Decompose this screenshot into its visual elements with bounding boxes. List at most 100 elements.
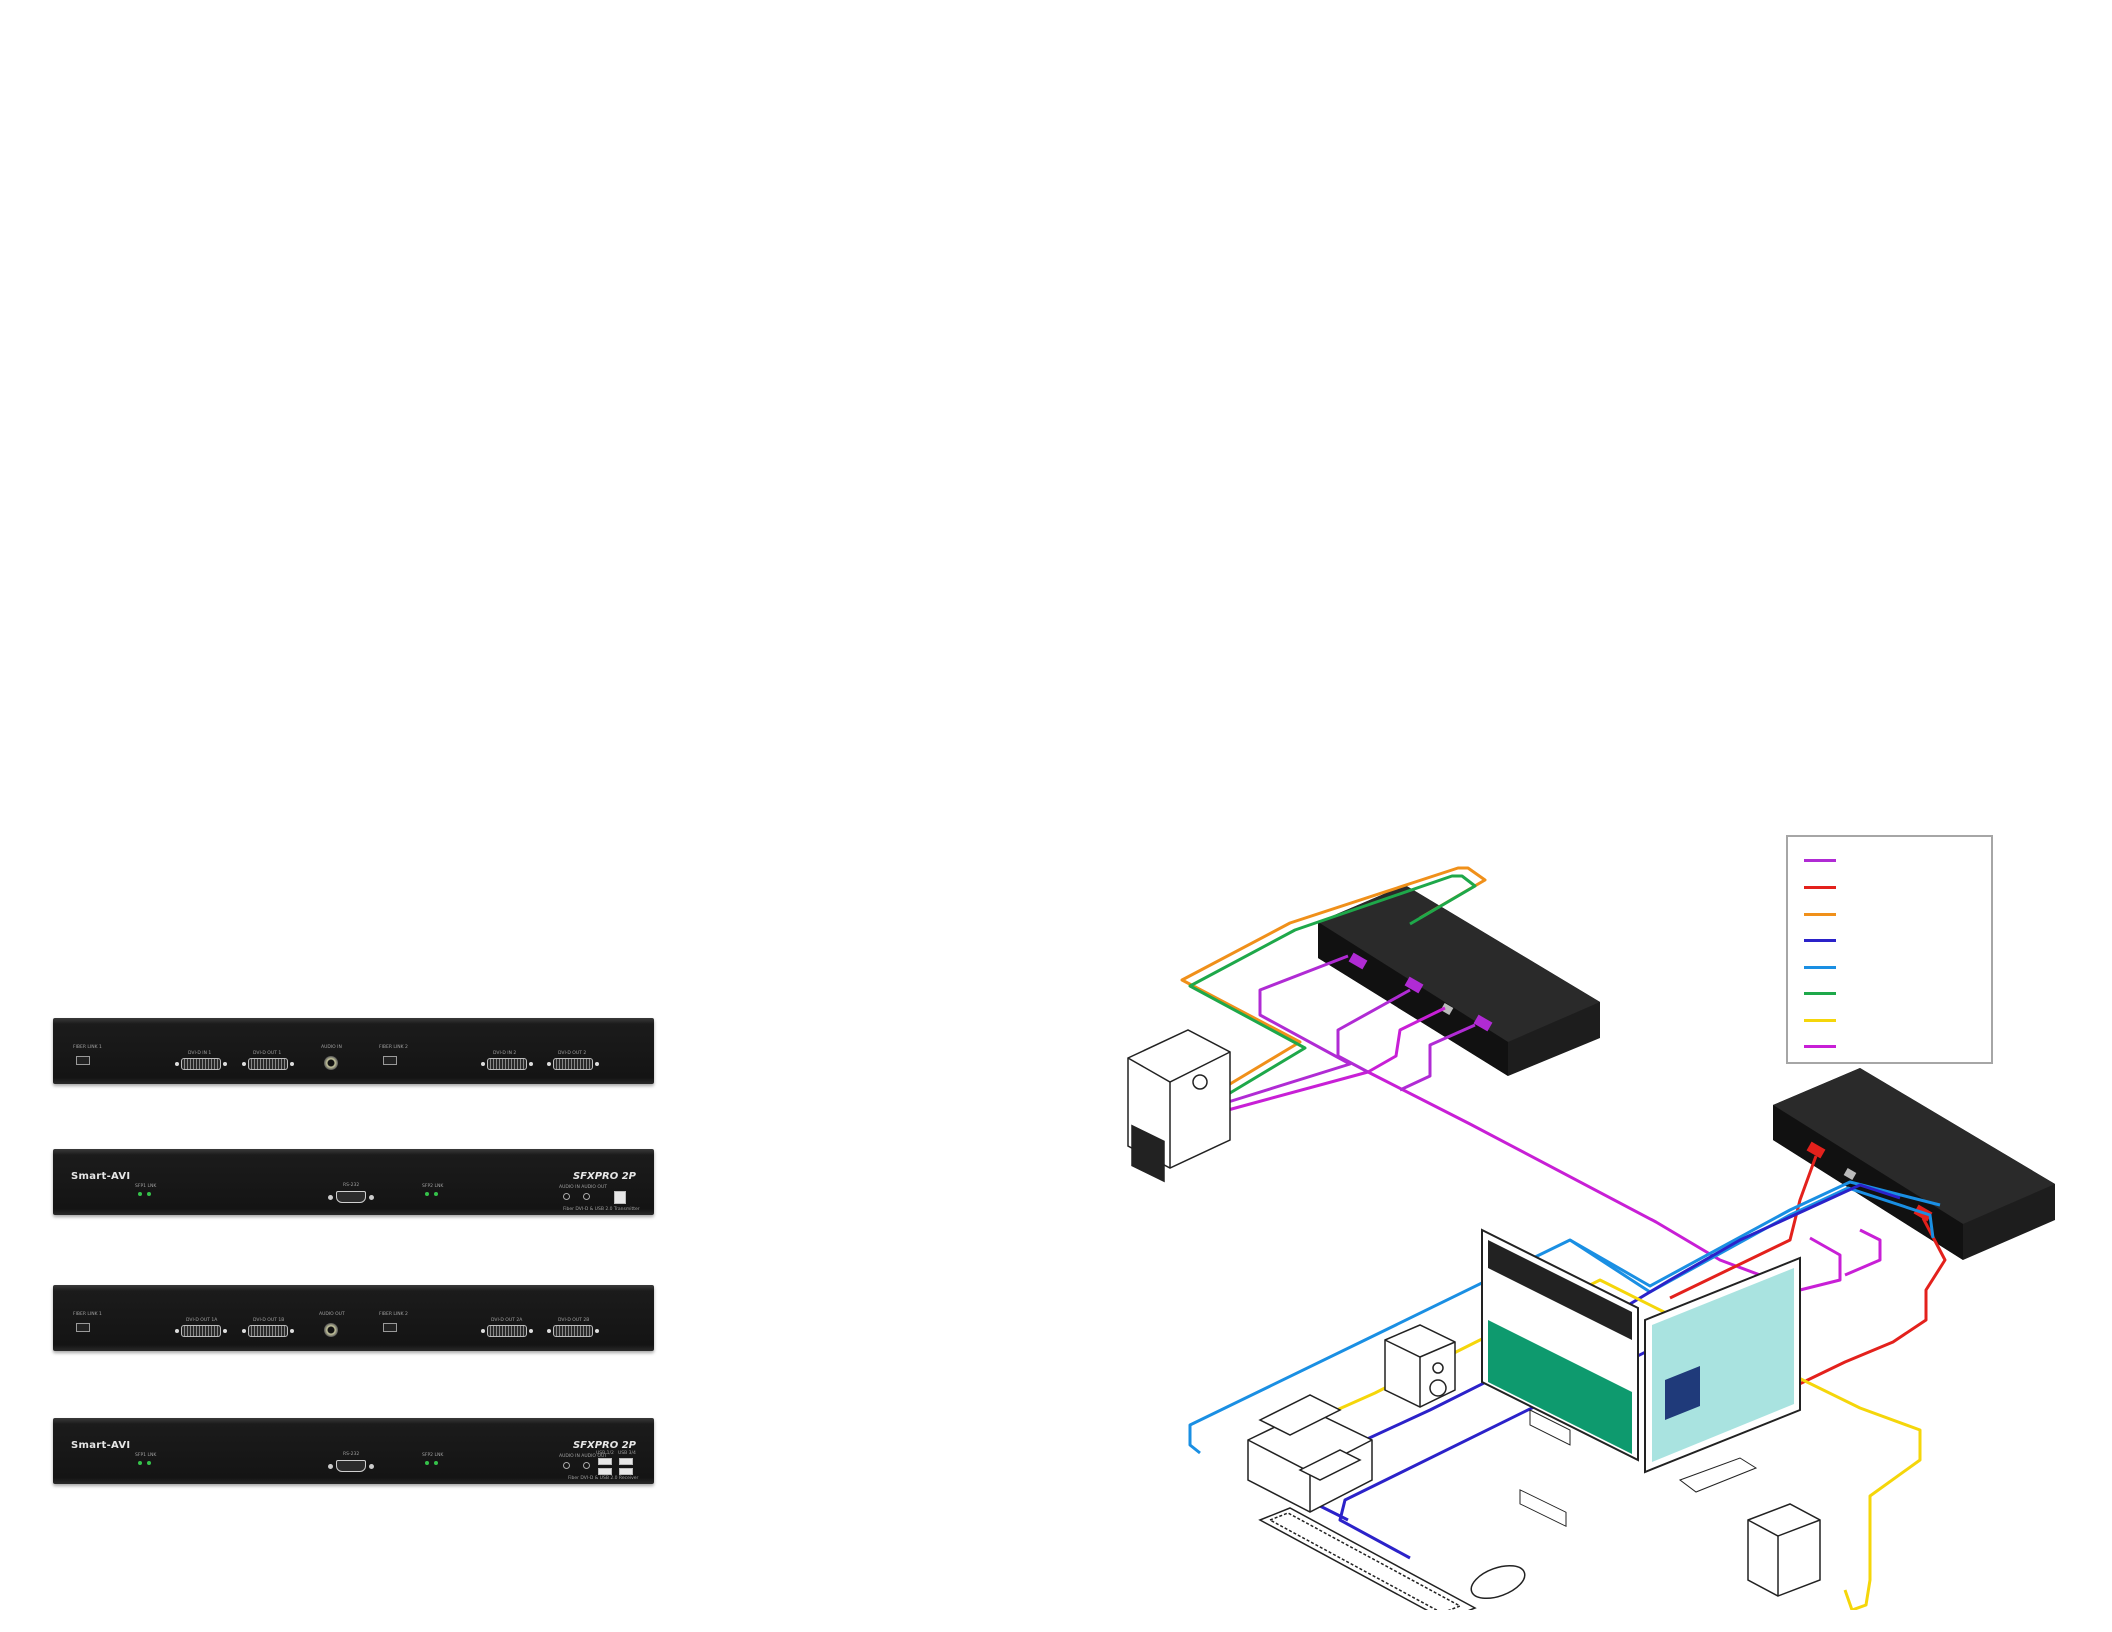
source-computer: [1127, 1029, 1231, 1183]
cable-blue-light-2: [1569, 1180, 1941, 1288]
dvi-port-out-1b: [242, 1325, 294, 1337]
dvi-port-out-1a-label: DVI-D OUT 1A: [186, 1318, 218, 1323]
legend-swatch: [1804, 965, 1836, 969]
sfp2-link-led: [425, 1192, 429, 1196]
dvi-port-in-2-label: DVI-D IN 2: [493, 1051, 517, 1056]
audio-jack: [324, 1056, 338, 1070]
rs232-port: [328, 1460, 374, 1472]
dvi-port-out-2b: [547, 1325, 599, 1337]
dvi-port-in-1: [175, 1058, 227, 1070]
brand-logo: Smart-AVI: [71, 1440, 131, 1451]
sfp1-link-led: [138, 1461, 142, 1465]
rs232-label: RS-232: [343, 1452, 360, 1457]
usb-a-port-4: [619, 1468, 633, 1475]
legend-item: [1804, 901, 1984, 927]
cable-magenta-4: [1367, 1006, 1446, 1074]
sfp1-link-led-2: [147, 1192, 151, 1196]
cable-legend: [1786, 835, 1993, 1064]
usb-a-port-2: [598, 1468, 612, 1475]
legend-item: [1804, 927, 1984, 953]
fiber-port-1: [76, 1056, 90, 1065]
transmitter-front-panel: Smart-AVI SFXPRO 2P SFP1 LNK RS-232 SFP2…: [53, 1149, 654, 1215]
receiver-rear-panel: FIBER LINK 1 DVI-D OUT 1A DVI-D OUT 1B A…: [53, 1285, 654, 1351]
legend-item: [1804, 954, 1984, 980]
cable-red-2: [1699, 1217, 1947, 1434]
cable-red-1: [1669, 1155, 1818, 1300]
monitor-2: [1644, 1256, 1801, 1493]
model-name: SFXPRO 2P: [572, 1440, 636, 1451]
audio-jack-label: AUDIO OUT: [319, 1312, 345, 1317]
fiber-port-2: [383, 1323, 397, 1332]
sfp2-link-label: SFP2 LNK: [422, 1453, 444, 1458]
fiber-port-2-label: FIBER LINK 2: [379, 1045, 408, 1050]
legend-item: [1804, 874, 1984, 900]
receiver-front-panel: Smart-AVI SFXPRO 2P SFP1 LNK RS-232 SFP2…: [53, 1418, 654, 1484]
audio-label: AUDIO IN AUDIO OUT: [559, 1454, 607, 1459]
dvi-port-out-2a-label: DVI-D OUT 2A: [491, 1318, 523, 1323]
mouse: [1470, 1564, 1526, 1600]
cable-magenta-6: [1844, 1228, 1882, 1277]
audio-in-jack: [563, 1193, 570, 1200]
transmitter-device: [1318, 885, 1600, 1076]
legend-swatch: [1804, 1018, 1836, 1022]
sfp2-link-led-2: [434, 1461, 438, 1465]
keyboard: [1258, 1507, 1477, 1610]
cable-orange: [1180, 866, 1487, 1092]
rs232-port: [328, 1191, 374, 1203]
legend-item: [1804, 1007, 1984, 1033]
audio-label: AUDIO IN AUDIO OUT: [559, 1185, 607, 1190]
sfp2-link-led-2: [434, 1192, 438, 1196]
speaker: [1384, 1324, 1456, 1408]
legend-item: [1804, 847, 1984, 873]
cable-magenta-3: [1336, 988, 1411, 1074]
cable-magenta-1: [1224, 954, 1352, 1105]
fiber-port-1-label: FIBER LINK 1: [73, 1312, 102, 1317]
sfp1-link-led-2: [147, 1461, 151, 1465]
sfp1-link-label: SFP1 LNK: [135, 1184, 157, 1189]
sfp2-link-label: SFP2 LNK: [422, 1184, 444, 1189]
connection-diagram: [1127, 866, 2055, 1610]
dvi-port-out-1a: [175, 1325, 227, 1337]
legend-swatch: [1804, 858, 1836, 862]
dvi-port-out-1: [242, 1058, 294, 1070]
sfp1-link-label: SFP1 LNK: [135, 1453, 157, 1458]
sfp1-link-led: [138, 1192, 142, 1196]
fiber-port-1-label: FIBER LINK 1: [73, 1045, 102, 1050]
usb-b-port: [614, 1191, 626, 1204]
dvi-port-out-1-label: DVI-D OUT 1: [253, 1051, 282, 1056]
receiver-device: [1773, 1068, 2055, 1260]
dvi-port-out-2b-label: DVI-D OUT 2B: [558, 1318, 590, 1323]
caption: Fiber DVI-D & USB 2.0 Transmitter: [563, 1207, 640, 1212]
brand-logo: Smart-AVI: [71, 1171, 131, 1182]
transmitter-rear-panel: FIBER LINK 1 DVI-D IN 1 DVI-D OUT 1 AUDI…: [53, 1018, 654, 1084]
legend-swatch: [1804, 885, 1836, 889]
cable-magenta-5: [1399, 1023, 1476, 1092]
remote-computer: [1747, 1503, 1821, 1597]
monitor-1: [1481, 1228, 1639, 1528]
cable-blue-light: [1188, 1186, 1935, 1455]
audio-out-jack: [583, 1193, 590, 1200]
fiber-port-1: [76, 1323, 90, 1332]
dvi-port-in-2: [481, 1058, 533, 1070]
fiber-port-2: [383, 1056, 397, 1065]
printer: [1247, 1394, 1373, 1513]
usb-a-port-1: [598, 1458, 612, 1465]
usb-2-label: USB 3/4: [618, 1451, 636, 1456]
legend-swatch: [1804, 938, 1836, 942]
legend-swatch: [1804, 1044, 1836, 1048]
legend-item: [1804, 1033, 1984, 1059]
audio-out-jack: [583, 1462, 590, 1469]
cable-green: [1188, 874, 1477, 1098]
dvi-port-out-2a: [481, 1325, 533, 1337]
legend-swatch: [1804, 912, 1836, 916]
audio-in-jack: [563, 1462, 570, 1469]
dvi-port-out-2: [547, 1058, 599, 1070]
dvi-port-in-1-label: DVI-D IN 1: [188, 1051, 212, 1056]
dvi-port-out-1b-label: DVI-D OUT 1B: [253, 1318, 285, 1323]
rs232-label: RS-232: [343, 1183, 360, 1188]
fiber-port-2-label: FIBER LINK 2: [379, 1312, 408, 1317]
usb-1-label: USB 1/2: [596, 1451, 614, 1456]
legend-item: [1804, 980, 1984, 1006]
caption: Fiber DVI-D & USB 2.0 Receiver: [568, 1476, 639, 1481]
dvi-port-out-2-label: DVI-D OUT 2: [558, 1051, 587, 1056]
